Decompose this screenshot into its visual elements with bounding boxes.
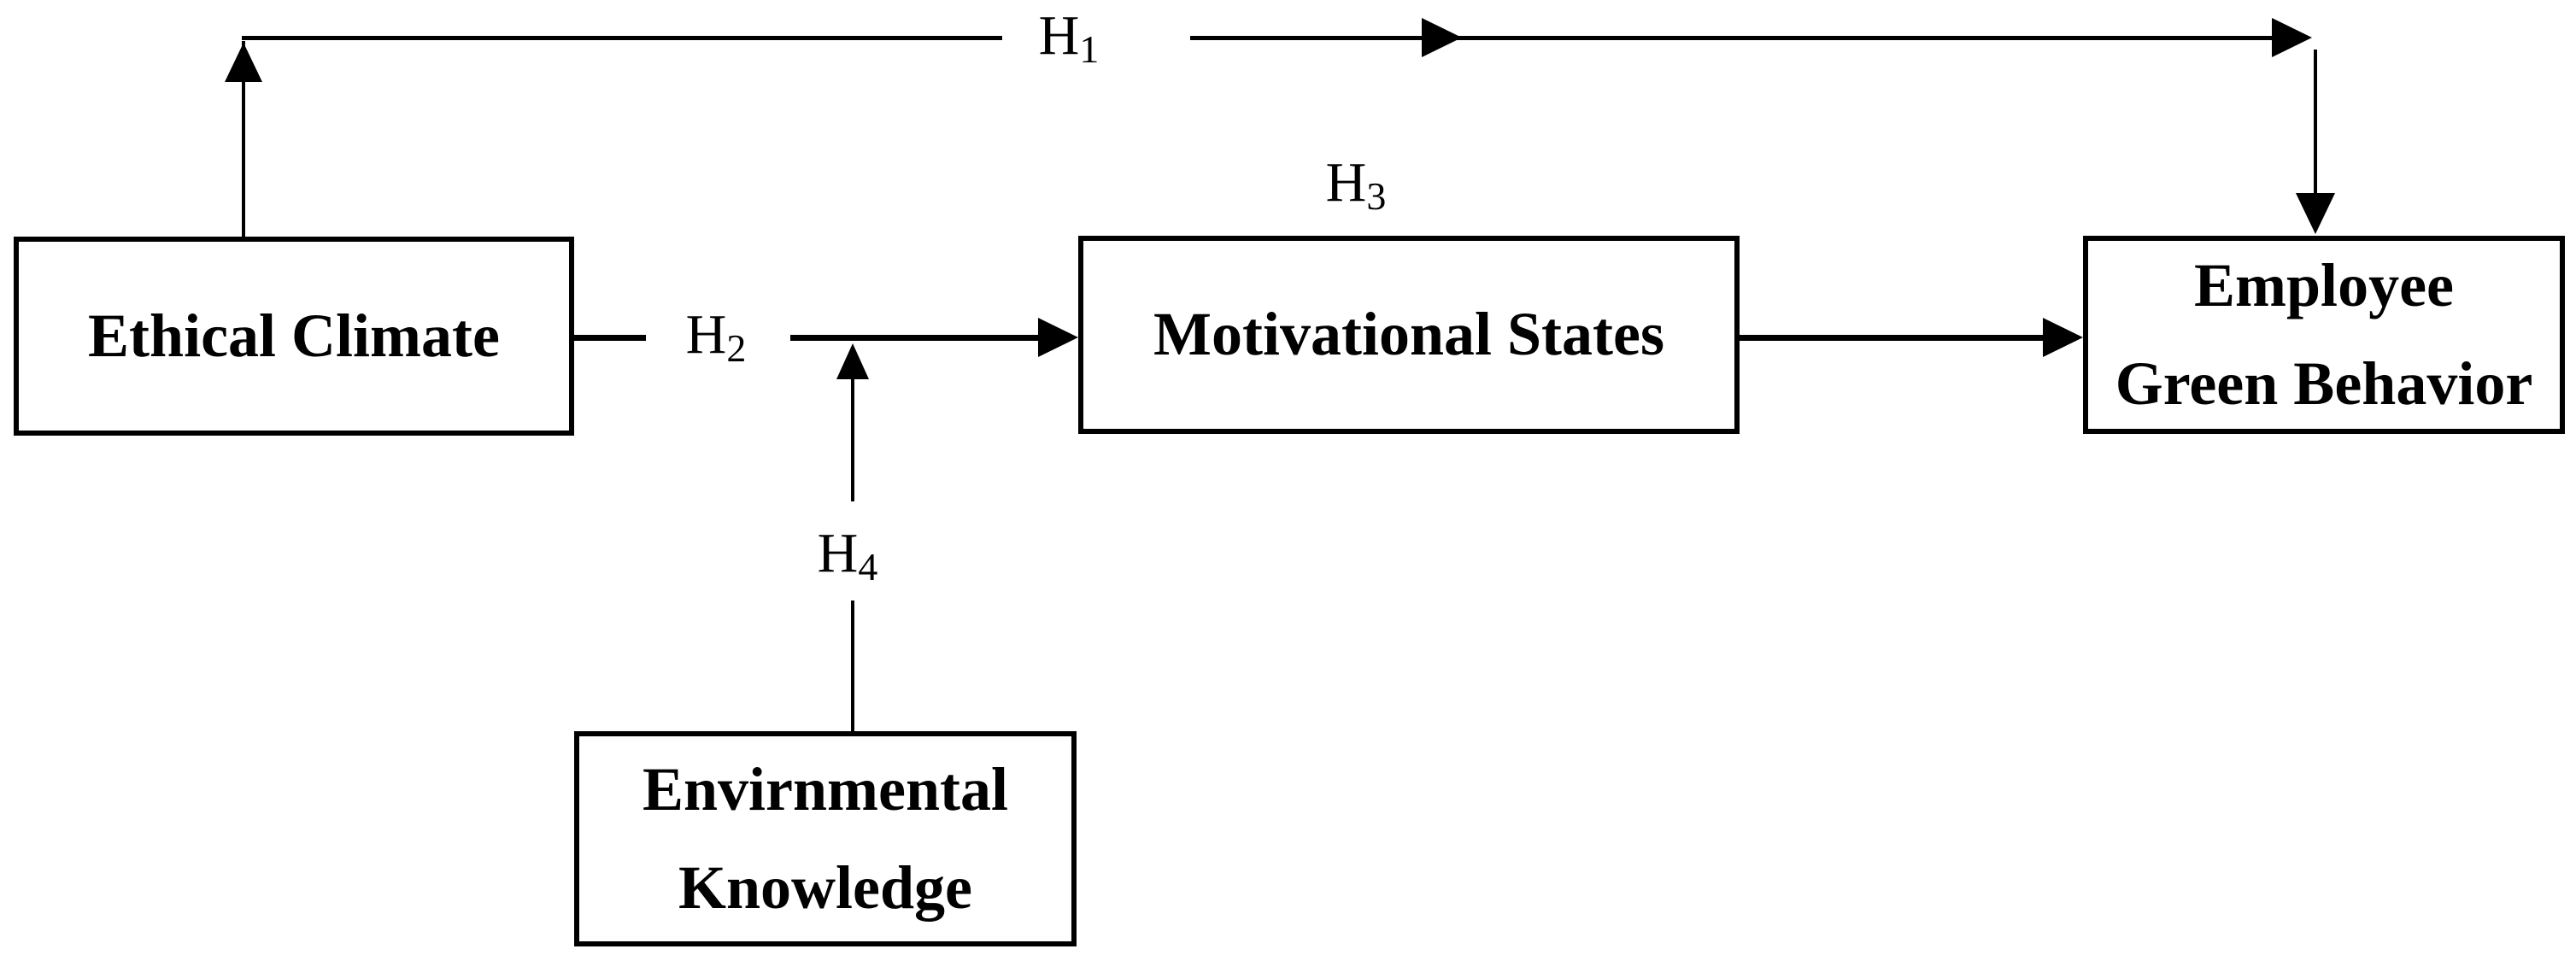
hypothesis-label-h2: H2: [648, 303, 784, 371]
h1-vertical-line-right: [2314, 50, 2317, 196]
h2-subscript: 2: [726, 326, 747, 370]
h4-base: H: [817, 522, 859, 584]
hypothesis-label-h1: H1: [1000, 4, 1137, 72]
h1-horizontal-line-left-segment: [242, 36, 1002, 40]
node-label-line1: Employee: [2194, 250, 2454, 319]
node-ethical-climate: Ethical Climate: [14, 237, 574, 436]
h2-arrow-line: [790, 335, 1047, 341]
h4-vertical-line-lower: [851, 601, 854, 731]
node-environmental-knowledge: Envirnmental Knowledge: [574, 731, 1077, 946]
hypothesis-label-h3: H3: [1288, 151, 1424, 219]
h1-horizontal-line-right-segment: [1190, 36, 2276, 40]
h1-up-arrowhead-icon: [225, 43, 262, 82]
h1-mid-arrowhead-icon: [1422, 18, 1462, 57]
h2-stub-line: [574, 335, 646, 341]
node-employee-green-behavior: Employee Green Behavior: [2083, 236, 2565, 434]
h3-base: H: [1325, 151, 1367, 214]
h1-down-arrowhead-icon: [2296, 193, 2335, 234]
h1-base: H: [1038, 4, 1080, 67]
node-motivational-states: Motivational States: [1078, 236, 1740, 434]
node-label-line2: Green Behavior: [2115, 349, 2533, 418]
h3-arrowhead-icon: [2043, 318, 2083, 357]
h4-subscript: 4: [858, 545, 878, 589]
hypothesis-label-h4: H4: [779, 522, 916, 589]
node-label: Ethical Climate: [88, 301, 500, 370]
h2-arrowhead-icon: [1038, 318, 1078, 357]
h4-vertical-line-upper: [851, 378, 854, 501]
h1-subscript: 1: [1079, 27, 1100, 71]
h2-base: H: [685, 303, 727, 366]
node-label: Motivational States: [1153, 300, 1664, 369]
h1-end-arrowhead-icon: [2272, 18, 2312, 57]
h3-subscript: 3: [1366, 174, 1387, 218]
h4-up-arrowhead-icon: [836, 343, 869, 379]
node-label-line2: Knowledge: [678, 853, 972, 922]
node-label-line1: Envirnmental: [642, 754, 1009, 823]
h3-arrow-line: [1740, 335, 2052, 341]
h1-vertical-line-left: [242, 41, 245, 237]
